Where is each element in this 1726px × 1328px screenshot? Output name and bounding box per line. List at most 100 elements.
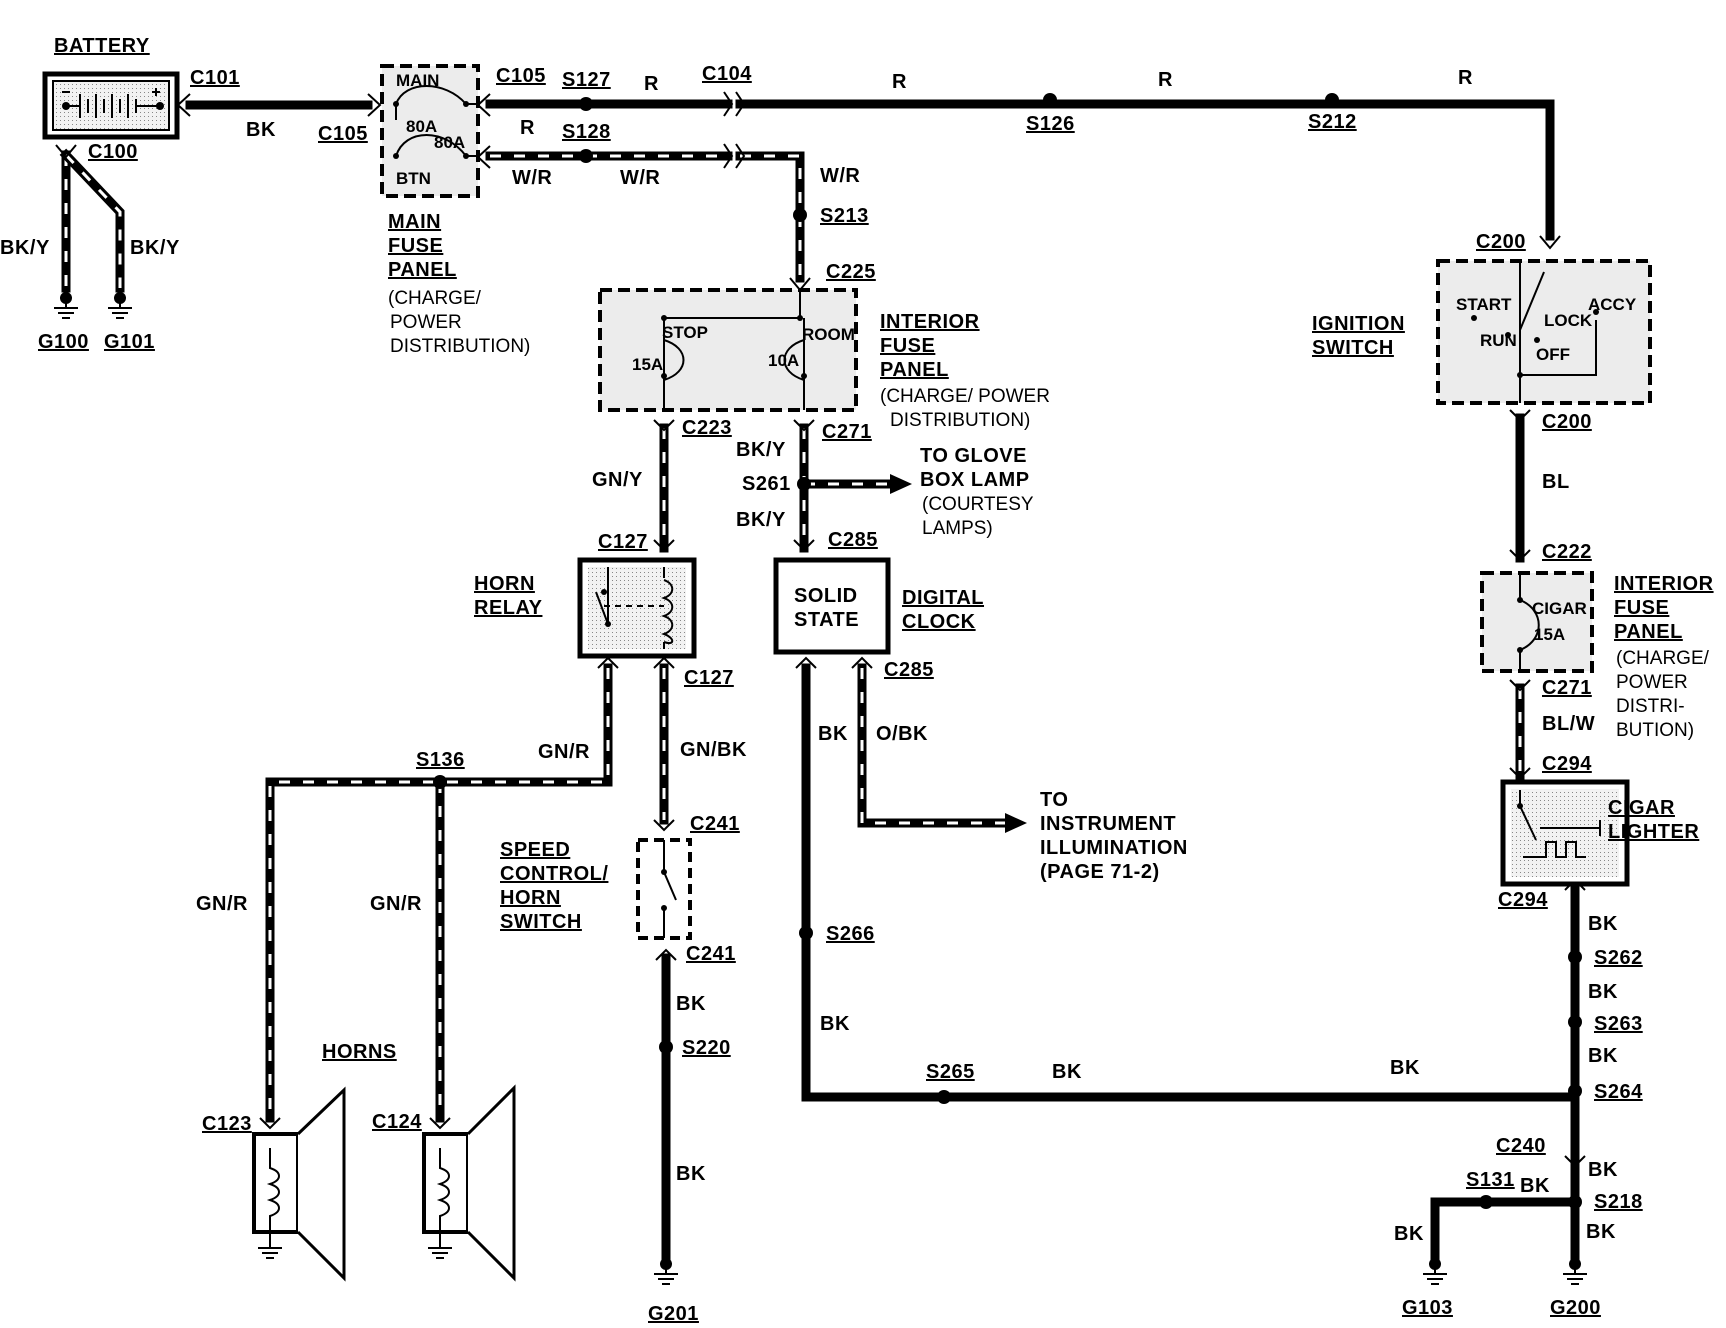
wire-label-blw: BL/W: [1542, 713, 1595, 735]
splice-s263: [1568, 1015, 1582, 1029]
cigar-fuse-panel-box: [1480, 571, 1594, 673]
wire-label-r1: R: [644, 73, 659, 95]
speed-control-label-2: CONTROL/: [500, 863, 608, 885]
main-fuse-panel-label-3: PANEL: [388, 259, 457, 281]
glove-box-label-3: (COURTESY: [922, 494, 1034, 515]
main-fuse-panel-sub-3: DISTRIBUTION): [390, 336, 530, 357]
connector-c225: C225: [826, 261, 876, 283]
speed-control-label-4: SWITCH: [500, 911, 582, 933]
interior-fuse-room: ROOM: [802, 325, 855, 344]
ground-g201-label: G201: [648, 1303, 699, 1325]
wire-label-bky-left: BK/Y: [0, 237, 50, 259]
wire-label-bk-sp2: BK: [676, 1163, 706, 1185]
cigar-fuse-panel-sub-4: BUTION): [1616, 720, 1694, 741]
ground-g103-icon: [1423, 1258, 1447, 1285]
wire-label-bk-clock: BK: [818, 723, 848, 745]
splice-s265-label: S265: [926, 1061, 975, 1083]
wire-label-bk-r2: BK: [1588, 981, 1618, 1003]
wire-color-labels: BK BK/Y BK/Y R R R R R W/R W/R W/R GN/Y …: [0, 67, 1618, 1245]
interior-fuse-15a: 15A: [632, 355, 663, 374]
connector-c100: C100: [88, 141, 138, 163]
wire-bky-g101: [59, 148, 125, 293]
ground-g101-label: G101: [104, 331, 155, 353]
glove-box-label-4: LAMPS): [922, 518, 993, 539]
splice-s127: [579, 97, 593, 111]
splice-s263-label: S263: [1594, 1013, 1643, 1035]
connector-c127-bottom: C127: [684, 667, 734, 689]
wire-label-wr2: W/R: [620, 167, 660, 189]
wire-label-wr3: W/R: [820, 165, 860, 187]
ground-labels: G100 G101 G201 G103 G200: [38, 331, 1600, 1325]
ignition-switch-box: [1436, 259, 1652, 405]
connector-c240: C240: [1496, 1135, 1546, 1157]
wire-label-r-main: R: [520, 117, 535, 139]
wire-label-r4: R: [1458, 67, 1473, 89]
main-fuse-panel-sub-1: (CHARGE/: [388, 288, 482, 309]
wire-label-bk-r6: BK: [1586, 1221, 1616, 1243]
wire-label-bk-low: BK: [820, 1013, 850, 1035]
cigar-fuse-panel-label-2: FUSE: [1614, 597, 1669, 619]
cigar-fuse-panel-label-3: PANEL: [1614, 621, 1683, 643]
battery-label: BATTERY: [54, 35, 150, 57]
wire-label-obk: O/BK: [876, 723, 928, 745]
ground-g200-icon: [1563, 1258, 1587, 1285]
splice-s128: [579, 149, 593, 163]
splice-s136-label: S136: [416, 749, 465, 771]
main-fuse-panel-sub-2: POWER: [390, 312, 462, 333]
main-fuse-panel-box: [380, 64, 480, 198]
ground-symbols: [54, 292, 1587, 1285]
main-fuse-label-80a-2: 80A: [434, 133, 465, 152]
ground-horn1-icon: [258, 1240, 282, 1259]
wire-label-bk-r3: BK: [1588, 1045, 1618, 1067]
wire-bk-clock: [801, 663, 1580, 1102]
instrument-label-1: TO: [1040, 789, 1068, 811]
cigar-fuse-15a: 15A: [1534, 625, 1565, 644]
battery-symbol: [42, 71, 180, 140]
horn-relay-box: [577, 557, 697, 659]
main-fuse-label-main: MAIN: [396, 71, 439, 90]
wire-label-bk-r4: BK: [1588, 1159, 1618, 1181]
ignition-switch-label-2: SWITCH: [1312, 337, 1394, 359]
wire-label-bky-right: BK/Y: [130, 237, 180, 259]
interior-fuse-panel-label-3: PANEL: [880, 359, 949, 381]
wire-label-r2: R: [892, 71, 907, 93]
wire-label-bk-r5: BK: [1520, 1175, 1550, 1197]
connector-labels: C101 C100 C105 C105 C104 C225 C223 C271 …: [88, 63, 1592, 1157]
cigar-fuse-panel-sub-2: POWER: [1616, 672, 1688, 693]
cigar-lighter-box: [1500, 779, 1630, 887]
splice-s218: [1568, 1195, 1582, 1209]
wire-label-r3: R: [1158, 69, 1173, 91]
connector-c222: C222: [1542, 541, 1592, 563]
wire-label-gnr3: GN/R: [370, 893, 422, 915]
wire-label-bk-sp1: BK: [676, 993, 706, 1015]
instrument-label-4: (PAGE 71-2): [1040, 861, 1160, 883]
wire-label-bky-d: BK/Y: [736, 509, 786, 531]
cigar-fuse-panel-sub-3: DISTRI-: [1616, 696, 1685, 717]
main-fuse-panel-label-2: FUSE: [388, 235, 443, 257]
splice-s127-label: S127: [562, 69, 611, 91]
speed-control-label-3: HORN: [500, 887, 561, 909]
splice-s265: [937, 1090, 951, 1104]
connector-c294-bottom: C294: [1498, 889, 1548, 911]
splice-s213-label: S213: [820, 205, 869, 227]
connector-c241-top: C241: [690, 813, 740, 835]
horn-left: [252, 1086, 346, 1282]
connector-c200-bottom: C200: [1542, 411, 1592, 433]
connector-c285-bottom: C285: [884, 659, 934, 681]
interior-fuse-panel-box: [598, 288, 858, 412]
connector-c124: C124: [372, 1111, 422, 1133]
horn-right: [422, 1084, 516, 1282]
cigar-fuse-panel-sub-1: (CHARGE/: [1616, 648, 1710, 669]
splice-s266-label: S266: [826, 923, 875, 945]
wire-label-bk-battery: BK: [246, 119, 276, 141]
ground-g201-icon: [654, 1258, 678, 1285]
horn-relay-label-2: RELAY: [474, 597, 543, 619]
instrument-label-3: ILLUMINATION: [1040, 837, 1188, 859]
interior-fuse-panel-label-2: FUSE: [880, 335, 935, 357]
wire-label-bky-c: BK/Y: [736, 439, 786, 461]
splice-s266: [799, 926, 813, 940]
splice-s264: [1568, 1084, 1582, 1098]
connector-c223: C223: [682, 417, 732, 439]
wire-red-main: [485, 99, 1555, 241]
